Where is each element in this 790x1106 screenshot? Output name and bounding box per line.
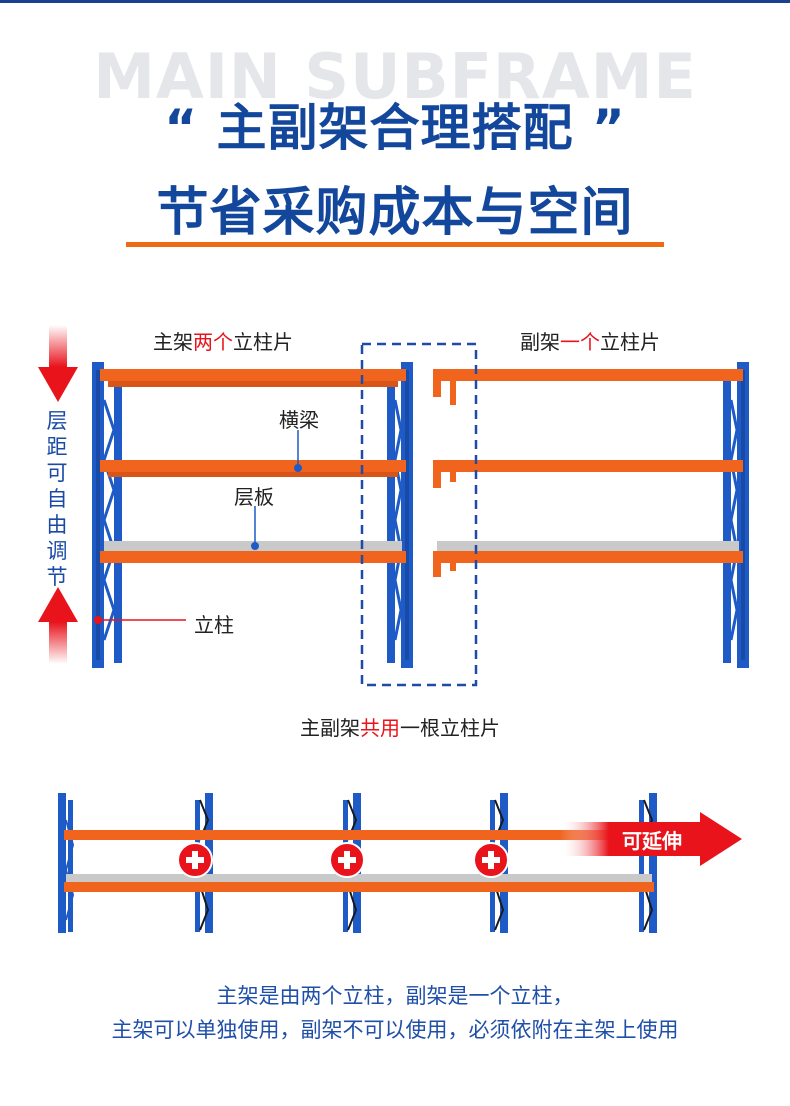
shared-upright-caption: 主副架共用一根立柱片 <box>300 712 500 741</box>
main-frame-caption: 主架两个立柱片 <box>153 326 293 355</box>
main-caption-post: 立柱片 <box>233 330 293 354</box>
footer-line-1: 主架是由两个立柱，副架是一个立柱， <box>216 984 574 1008</box>
shared-upright-highlight <box>360 342 478 687</box>
beam-callout <box>294 430 302 472</box>
footer-line-2: 主架可以单独使用，副架不可以使用，必须依附在主架上使用 <box>111 1018 679 1042</box>
sub-caption-highlight: 一个 <box>560 330 600 354</box>
sub-frame-caption: 副架一个立柱片 <box>520 326 660 355</box>
extend-label: 可延伸 <box>622 829 682 853</box>
up-arrow-icon <box>38 587 78 664</box>
page-subtitle: 节省采购成本与空间 <box>156 183 634 243</box>
shared-caption-pre: 主副架 <box>300 716 360 740</box>
sub-caption-pre: 副架 <box>520 330 560 354</box>
shared-caption-post: 一根立柱片 <box>400 716 500 740</box>
sub-caption-post: 立柱片 <box>600 330 660 354</box>
title-underline <box>126 242 664 247</box>
adjustable-spacing-text: 层距可自由调节 <box>46 409 68 589</box>
shelf-callout <box>251 506 259 550</box>
main-caption-highlight: 两个 <box>193 330 233 354</box>
plus-icon <box>329 842 365 878</box>
main-frame <box>92 362 413 668</box>
top-border-line <box>0 0 790 3</box>
main-caption-pre: 主架 <box>153 330 193 354</box>
plus-icon <box>473 842 509 878</box>
upright-label: 立柱 <box>194 613 234 637</box>
plus-icon <box>177 842 213 878</box>
page-title: “ 主副架合理搭配 ” <box>164 99 626 157</box>
shared-caption-highlight: 共用 <box>360 716 400 740</box>
header-watermark: MAIN SUBFRAME <box>93 40 697 113</box>
extend-arrow-icon <box>560 812 742 866</box>
beam-label: 横梁 <box>279 408 319 432</box>
upright-callout <box>94 616 186 624</box>
shelf-label: 层板 <box>234 485 274 509</box>
sub-frame <box>433 362 749 668</box>
down-arrow-icon <box>38 325 78 402</box>
